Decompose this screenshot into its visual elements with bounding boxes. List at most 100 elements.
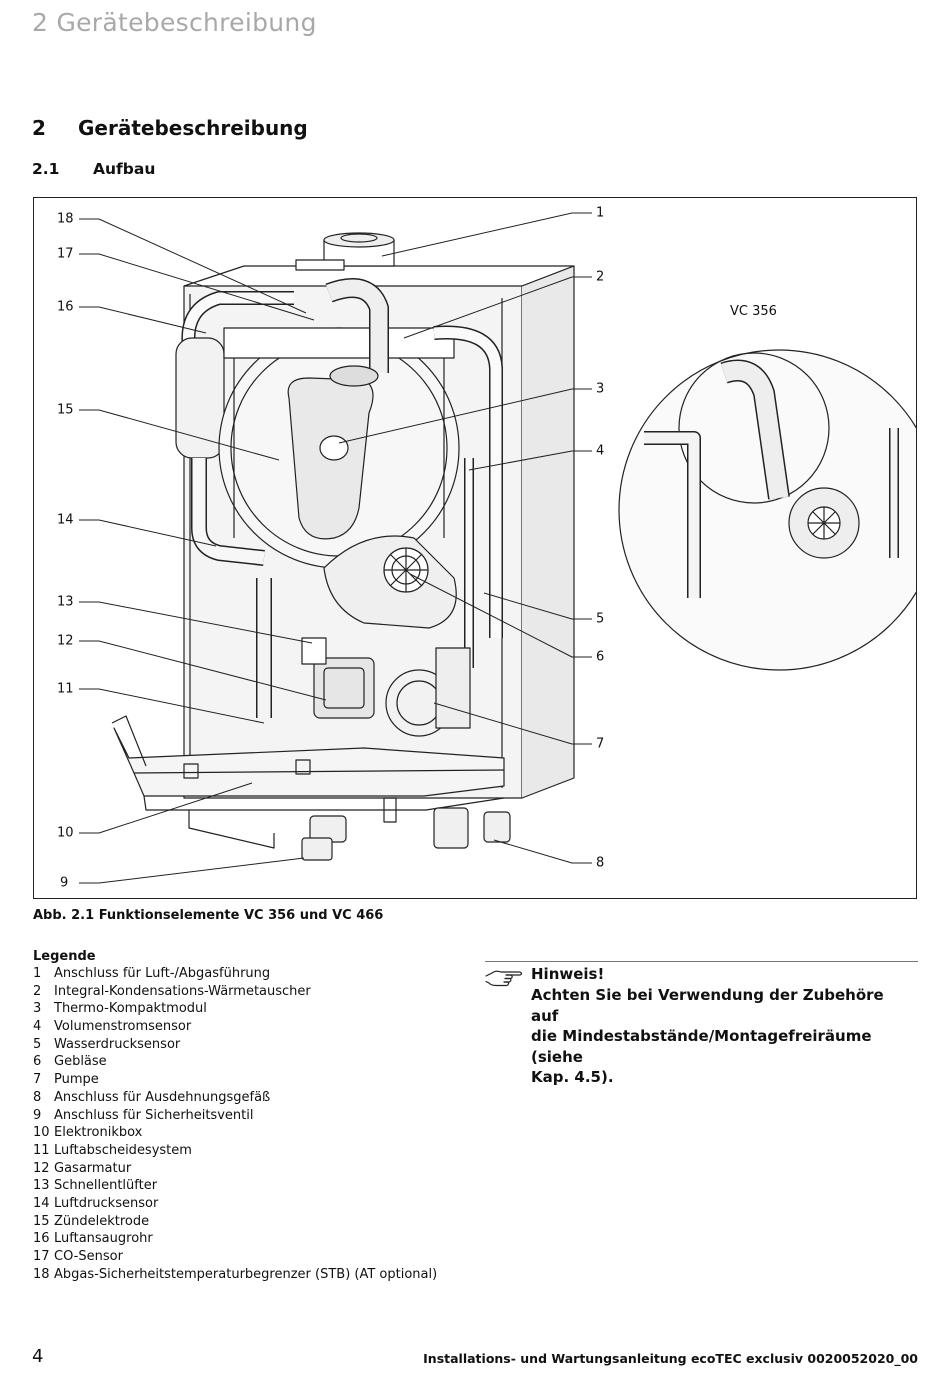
fan bbox=[323, 535, 457, 629]
chapter-number: 2 bbox=[32, 116, 46, 140]
legend-item-number: 13 bbox=[33, 1178, 50, 1194]
legend-item: 8 Anschluss für Ausdehnungsgefäß bbox=[33, 1089, 473, 1107]
callout-3: 3 bbox=[596, 381, 605, 397]
legend-item-label: Luftdrucksensor bbox=[54, 1195, 159, 1211]
callout-6: 6 bbox=[596, 649, 605, 665]
callout-5: 5 bbox=[596, 611, 605, 627]
leader-lines bbox=[79, 212, 592, 884]
legend-item: 3 Thermo-Kompaktmodul bbox=[33, 1000, 473, 1018]
note-divider bbox=[485, 961, 918, 962]
air-intake-pipe bbox=[175, 291, 294, 566]
legend-item-number: 9 bbox=[33, 1107, 42, 1123]
legend-item-number: 11 bbox=[33, 1142, 50, 1158]
thermo-compact-module bbox=[287, 278, 389, 540]
legend-item-number: 14 bbox=[33, 1195, 50, 1211]
pipework bbox=[256, 325, 503, 718]
legend-item-number: 2 bbox=[33, 983, 42, 999]
legend-item-label: Gasarmatur bbox=[54, 1160, 132, 1176]
legend-item: 5 Wasserdrucksensor bbox=[33, 1036, 473, 1054]
callout-8: 8 bbox=[596, 855, 605, 871]
legend-item-label: CO-Sensor bbox=[54, 1249, 123, 1264]
variant-label: VC 356 bbox=[730, 304, 777, 319]
figure-caption: Abb. 2.1 Funktionselemente VC 356 und VC… bbox=[33, 908, 384, 923]
legend-item-label: Anschluss für Luft-/Abgasführung bbox=[54, 966, 271, 981]
callout-12: 12 bbox=[57, 633, 74, 649]
legend-list: 1 Anschluss für Luft-/Abgasführung 2 Integr… bbox=[33, 965, 473, 1283]
legend-item-number: 18 bbox=[33, 1266, 50, 1282]
chapter-heading: 2 Gerätebeschreibung bbox=[32, 116, 308, 140]
callout-17: 17 bbox=[57, 246, 74, 262]
legend-item: 4 Volumenstromsensor bbox=[33, 1018, 473, 1036]
legend-item-label: Pumpe bbox=[54, 1072, 99, 1088]
legend-item-label: Anschluss für Ausdehnungsgefäß bbox=[54, 1089, 271, 1105]
bottom-connections bbox=[188, 797, 511, 861]
note-title: Hinweis! bbox=[531, 965, 605, 983]
callout-4: 4 bbox=[596, 443, 605, 459]
pump bbox=[385, 647, 471, 737]
legend-item: 2 Integral-Kondensations-Wärmetauscher bbox=[33, 983, 473, 1001]
legend-item-label: Elektronikbox bbox=[54, 1125, 143, 1141]
callout-16: 16 bbox=[57, 299, 74, 315]
legend-item-number: 6 bbox=[33, 1054, 42, 1070]
legend-item-number: 4 bbox=[33, 1019, 42, 1035]
note-body: Achten Sie bei Verwendung der Zubehöre a… bbox=[531, 985, 911, 1088]
callout-2: 2 bbox=[596, 269, 605, 285]
footer-text: Installations- und Wartungsanleitung eco… bbox=[423, 1351, 918, 1366]
legend-item: 1 Anschluss für Luft-/Abgasführung bbox=[33, 965, 473, 983]
callout-7: 7 bbox=[596, 736, 605, 752]
legend-item: 17 CO-Sensor bbox=[33, 1248, 473, 1266]
legend-item-number: 3 bbox=[33, 1001, 42, 1017]
figure-frame: 18 17 16 15 14 13 12 11 10 9 1 2 3 4 5 6… bbox=[33, 197, 917, 899]
callout-9: 9 bbox=[60, 875, 69, 891]
callout-11: 11 bbox=[57, 681, 74, 697]
legend-item-number: 17 bbox=[33, 1249, 50, 1264]
legend-item-label: Volumenstromsensor bbox=[54, 1019, 192, 1035]
legend-item-label: Integral-Kondensations-Wärmetauscher bbox=[54, 983, 311, 999]
running-head: 2 Gerätebeschreibung bbox=[32, 8, 317, 37]
legend-item-label: Gebläse bbox=[54, 1054, 107, 1070]
legend-item-label: Abgas-Sicherheitstemperaturbegrenzer (ST… bbox=[54, 1266, 438, 1282]
legend-item: 6 Gebläse bbox=[33, 1053, 473, 1071]
callout-10: 10 bbox=[57, 825, 74, 841]
legend-item-label: Wasserdrucksensor bbox=[54, 1036, 181, 1052]
legend-item-label: Anschluss für Sicherheitsventil bbox=[54, 1107, 254, 1123]
callout-15: 15 bbox=[57, 402, 74, 418]
section-title: Aufbau bbox=[93, 160, 156, 178]
legend-item-number: 8 bbox=[33, 1089, 42, 1105]
note-line: Kap. 4.5). bbox=[531, 1068, 614, 1086]
legend-item-number: 15 bbox=[33, 1213, 50, 1229]
chapter-title: Gerätebeschreibung bbox=[78, 116, 308, 140]
legend-item-label: Zündelektrode bbox=[54, 1213, 150, 1229]
boiler-drawing bbox=[79, 212, 916, 884]
legend-item-number: 1 bbox=[33, 966, 42, 981]
legend-item-label: Luftansaugrohr bbox=[54, 1231, 153, 1247]
legend-title: Legende bbox=[33, 949, 96, 964]
note-line: Achten Sie bei Verwendung der Zubehöre a… bbox=[531, 986, 884, 1025]
legend-item-number: 12 bbox=[33, 1160, 50, 1176]
legend-item-number: 16 bbox=[33, 1231, 50, 1247]
legend-item-number: 7 bbox=[33, 1072, 42, 1088]
legend-item: 9 Anschluss für Sicherheitsventil bbox=[33, 1107, 473, 1125]
legend-item-number: 10 bbox=[33, 1125, 50, 1141]
note-line: die Mindestabstände/Montagefreiräume (si… bbox=[531, 1027, 872, 1066]
flue-connector bbox=[295, 232, 395, 271]
vc356-detail bbox=[618, 349, 916, 671]
legend-item-number: 5 bbox=[33, 1036, 42, 1052]
legend-item-label: Thermo-Kompaktmodul bbox=[54, 1001, 207, 1017]
legend: Legende 1 Anschluss für Luft-/Abgasführun… bbox=[33, 948, 473, 1283]
callout-13: 13 bbox=[57, 594, 74, 610]
pointing-hand-icon bbox=[484, 966, 524, 994]
legend-item-label: Schnellentlüfter bbox=[54, 1178, 158, 1194]
callout-1: 1 bbox=[596, 205, 605, 221]
electronics-box bbox=[111, 715, 505, 811]
page-number: 4 bbox=[32, 1346, 44, 1367]
